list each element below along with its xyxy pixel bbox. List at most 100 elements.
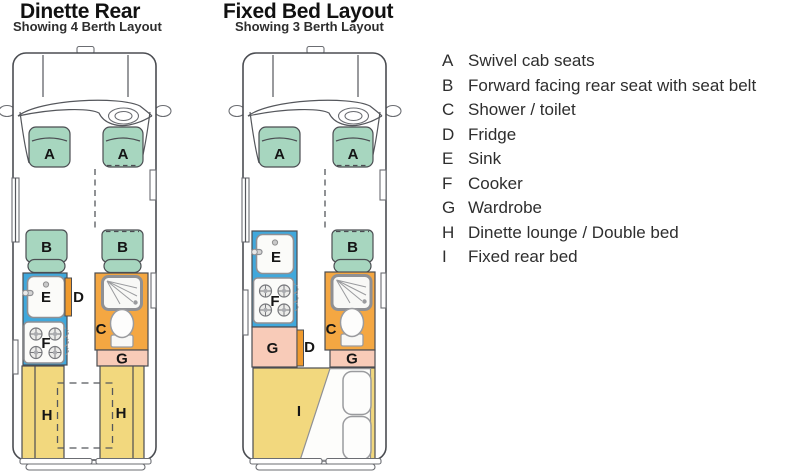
pillow-icon xyxy=(342,370,372,416)
legend-label: Shower / toilet xyxy=(468,100,576,119)
mirror-right-icon xyxy=(384,104,402,118)
cooker-burners-icon xyxy=(29,327,62,360)
shower-drain-icon xyxy=(133,300,138,305)
zone-letter-g: G xyxy=(346,351,358,368)
zone-letter-f: F xyxy=(270,293,279,310)
legend: A Swivel cab seats B Forward facing rear s… xyxy=(442,49,756,270)
legend-item: B Forward facing rear seat with seat belt xyxy=(442,74,756,99)
legend-letter: C xyxy=(442,100,455,119)
steering-wheel-hub xyxy=(344,110,363,122)
legend-item: E Sink xyxy=(442,147,756,172)
legend-letter: A xyxy=(442,51,454,70)
zone-letter-i: I xyxy=(297,403,301,420)
plan1-subtitle: Showing 4 Berth Layout xyxy=(13,19,162,34)
swivel-seat-a-left xyxy=(28,126,71,168)
legend-label: Dinette lounge / Double bed xyxy=(468,222,679,242)
zone-letter-f: F xyxy=(41,335,50,352)
legend-item: A Swivel cab seats xyxy=(442,49,756,74)
legend-letter: I xyxy=(442,247,447,266)
legend-label: Swivel cab seats xyxy=(468,51,595,70)
zone-letter-d: D xyxy=(304,339,315,356)
legend-letter: G xyxy=(442,198,456,217)
zone-letter-e: E xyxy=(41,289,51,306)
tap-knob-icon xyxy=(251,248,258,256)
steering-wheel-hub xyxy=(114,110,133,122)
fridge-unit xyxy=(64,277,72,317)
sink-drain-icon xyxy=(271,239,279,246)
pillow-icon xyxy=(342,415,372,461)
shower-spray-lines xyxy=(336,279,367,304)
rear-seat-b-right-cushion xyxy=(103,258,142,274)
rear-seat-b-left-cushion xyxy=(27,258,66,274)
seat-headrest-line xyxy=(261,137,298,142)
plan2-title: Fixed Bed Layout xyxy=(223,0,394,23)
wardrobe-unit-right xyxy=(329,349,376,368)
toilet-bowl-icon xyxy=(109,308,135,339)
window-mark-right-lower xyxy=(150,272,157,309)
legend-label: Forward facing rear seat with seat belt xyxy=(468,75,757,95)
cooker-burners-icon xyxy=(258,284,291,317)
zone-letter-b: B xyxy=(117,239,128,256)
zone-letter-g: G xyxy=(116,351,128,368)
swivel-seat-a-right xyxy=(102,126,144,168)
swivel-seat-a-right xyxy=(332,126,374,168)
fixed-bed-floorplan: A A B E F G D xyxy=(228,45,402,471)
fridge-unit xyxy=(296,329,304,367)
legend-letter: F xyxy=(442,173,453,193)
zone-letter-c: C xyxy=(96,321,107,338)
legend-label: Cooker xyxy=(468,173,523,193)
window-mark-right-upper xyxy=(149,169,157,201)
zone-letter-h: H xyxy=(116,405,127,422)
legend-label: Wardrobe xyxy=(468,198,543,217)
zone-letter-a: A xyxy=(274,146,285,163)
mirror-right-icon xyxy=(154,104,172,118)
legend-item: D Fridge xyxy=(442,123,756,148)
legend-letter: D xyxy=(442,124,455,144)
side-openings xyxy=(241,169,387,336)
zone-letter-g: G xyxy=(267,340,279,357)
legend-label: Fridge xyxy=(468,124,517,144)
cab-detail-lines xyxy=(247,55,383,164)
zone-letter-b: B xyxy=(41,239,52,256)
seat-headrest-line xyxy=(105,137,141,142)
zone-letter-a: A xyxy=(118,146,129,163)
legend-letter: E xyxy=(442,149,454,168)
wardrobe-unit-left xyxy=(251,326,298,368)
legend-item: G Wardrobe xyxy=(442,196,756,221)
window-mark-left xyxy=(242,289,249,336)
sink-drain-icon xyxy=(42,281,50,288)
legend-item: F Cooker xyxy=(442,172,756,197)
zone-letter-a: A xyxy=(44,146,55,163)
rear-bumper xyxy=(249,457,382,471)
legend-item: C Shower / toilet xyxy=(442,98,756,123)
shower-drain-icon xyxy=(362,299,367,304)
window-mark-right-upper xyxy=(379,169,387,201)
toilet-bowl-icon xyxy=(339,307,365,338)
rear-seat-b-cushion xyxy=(333,258,372,274)
double-bed-dashed-outline xyxy=(56,382,114,449)
window-mark-right-lower xyxy=(380,272,387,309)
tap-knob-icon xyxy=(22,289,29,297)
legend-letter: H xyxy=(442,222,455,242)
window-mark-left xyxy=(12,339,19,375)
zone-letter-h: H xyxy=(42,407,53,424)
legend-label: Sink xyxy=(468,149,502,168)
seat-headrest-line xyxy=(31,137,68,142)
legend-label: Fixed rear bed xyxy=(468,247,578,266)
legend-letter: B xyxy=(442,75,454,95)
shower-spray-lines xyxy=(106,280,138,305)
seat-headrest-line xyxy=(335,137,371,142)
side-openings xyxy=(11,169,157,375)
zone-letter-b: B xyxy=(347,239,358,256)
dinette-rear-floorplan: A A B B E D F xyxy=(0,45,172,471)
dinette-bench-right xyxy=(99,365,145,462)
zone-letter-e: E xyxy=(271,249,281,266)
zone-letter-a: A xyxy=(348,146,359,163)
swivel-seat-a-left xyxy=(258,126,301,168)
plan1-title: Dinette Rear xyxy=(20,0,141,23)
plan2-subtitle: Showing 3 Berth Layout xyxy=(235,19,384,34)
legend-item: I Fixed rear bed xyxy=(442,245,756,270)
zone-letter-d: D xyxy=(73,289,84,306)
zone-letter-c: C xyxy=(326,321,337,338)
